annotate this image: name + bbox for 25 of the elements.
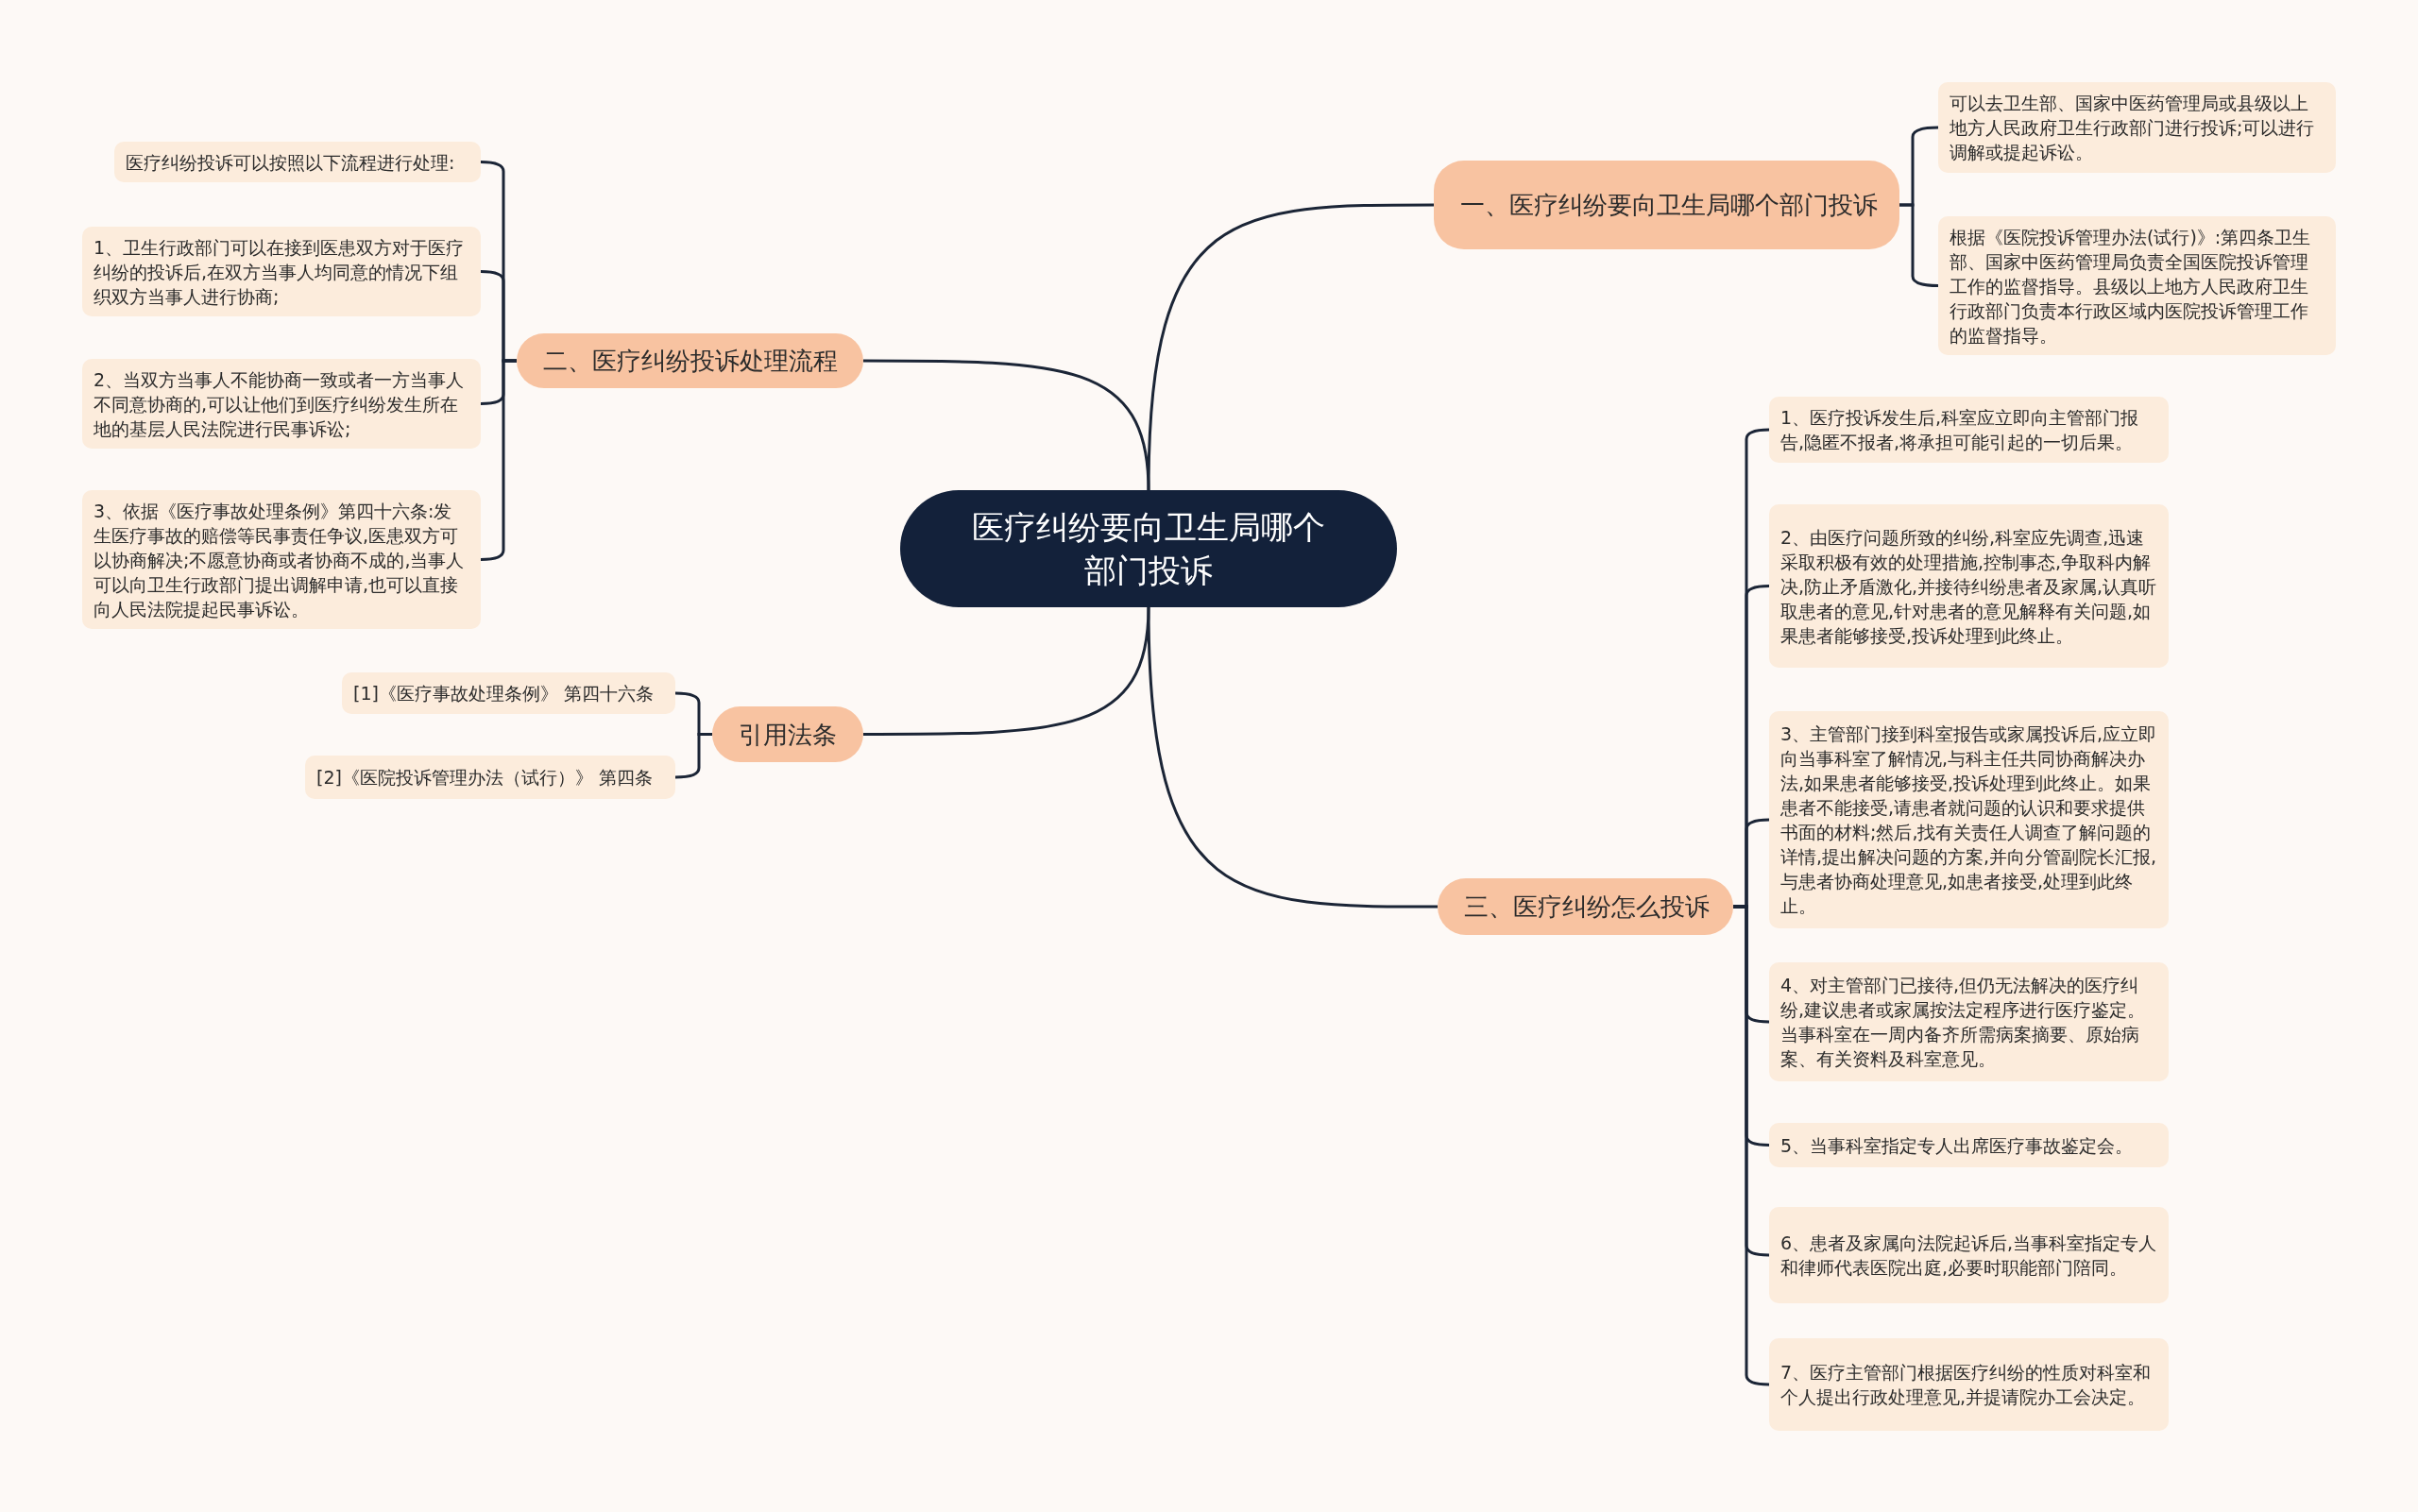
note-box: 3、依据《医疗事故处理条例》第四十六条:发生医疗事故的赔偿等民事责任争议,医患双方可以协商解决;不愿意协商或者协商不成的,当事人可以向卫生行政部门提出调解申请,也可以直接向人民法院提起民事诉讼。 [82, 490, 481, 629]
note-box: 1、卫生行政部门可以在接到医患双方对于医疗纠纷的投诉后,在双方当事人均同意的情况下组织双方当事人进行协商; [82, 227, 481, 316]
connector-line [674, 733, 712, 779]
branch-topic-box: 一、医疗纠纷要向卫生局哪个部门投诉 [1434, 161, 1899, 249]
note-box: [2]《医院投诉管理办法（试行）》 第四条 [305, 756, 675, 799]
note-box: 2、由医疗问题所致的纠纷,科室应先调查,迅速采取积极有效的处理措施,控制事态,争取科内解决,防止矛盾激化,并接待纠纷患者及家属,认真听取患者的意见,针对患者的意见解释有关问题,如果患者能够接受,投诉处理到此终止。 [1769, 504, 2169, 668]
note-box: 医疗纠纷投诉可以按照以下流程进行处理: [114, 142, 481, 182]
note-box: 2、当双方当事人不能协商一致或者一方当事人不同意协商的,可以让他们到医疗纠纷发生所在地的基层人民法院进行民事诉讼; [82, 359, 481, 449]
note-box: 可以去卫生部、国家中医药管理局或县级以上地方人民政府卫生行政部门进行投诉;可以进行调解或提起诉讼。 [1938, 82, 2336, 173]
branch-topic-box: 二、医疗纠纷投诉处理流程 [517, 333, 863, 388]
central-topic-box: 医疗纠纷要向卫生局哪个部门投诉 [900, 490, 1397, 607]
connector-line [1147, 606, 1438, 909]
branch-topic-box: 三、医疗纠纷怎么投诉 [1438, 878, 1733, 935]
note-box: 6、患者及家属向法院起诉后,当事科室指定专人和律师代表医院出庭,必要时职能部门陪同。 [1769, 1207, 2169, 1303]
note-box: 3、主管部门接到科室报告或家属投诉后,应立即向当事科室了解情况,与科主任共同协商解决办法,如果患者能够接受,投诉处理到此终止。如果患者不能接受,请患者就问题的认识和要求提供书面的材料;然后,找有关责任人调查了解问题的详情,提出解决问题的方案,并向分管副院长汇报,与患者协商处理意见,如患者接受,处理到此终止。 [1769, 711, 2169, 928]
connector-line [1147, 203, 1434, 491]
note-box: 7、医疗主管部门根据医疗纠纷的性质对科室和个人提出行政处理意见,并提请院办工会决定。 [1769, 1338, 2169, 1431]
branch-topic-box: 引用法条 [712, 706, 863, 762]
connector-line [863, 606, 1150, 736]
note-box: [1]《医疗事故处理条例》 第四十六条 [342, 672, 675, 714]
note-box: 1、医疗投诉发生后,科室应立即向主管部门报告,隐匿不报者,将承担可能引起的一切后果。 [1769, 397, 2169, 463]
note-box: 根据《医院投诉管理办法(试行)》:第四条卫生部、国家中医药管理局负责全国医院投诉管理工作的监督指导。县级以上地方人民政府卫生行政部门负责本行政区域内医院投诉管理工作的监督指导。 [1938, 216, 2336, 355]
connector-line [863, 359, 1150, 491]
note-box: 5、当事科室指定专人出席医疗事故鉴定会。 [1769, 1123, 2169, 1167]
note-box: 4、对主管部门已接待,但仍无法解决的医疗纠纷,建议患者或家属按法定程序进行医疗鉴定。当事科室在一周内备齐所需病案摘要、原始病案、有关资料及科室意见。 [1769, 962, 2169, 1081]
